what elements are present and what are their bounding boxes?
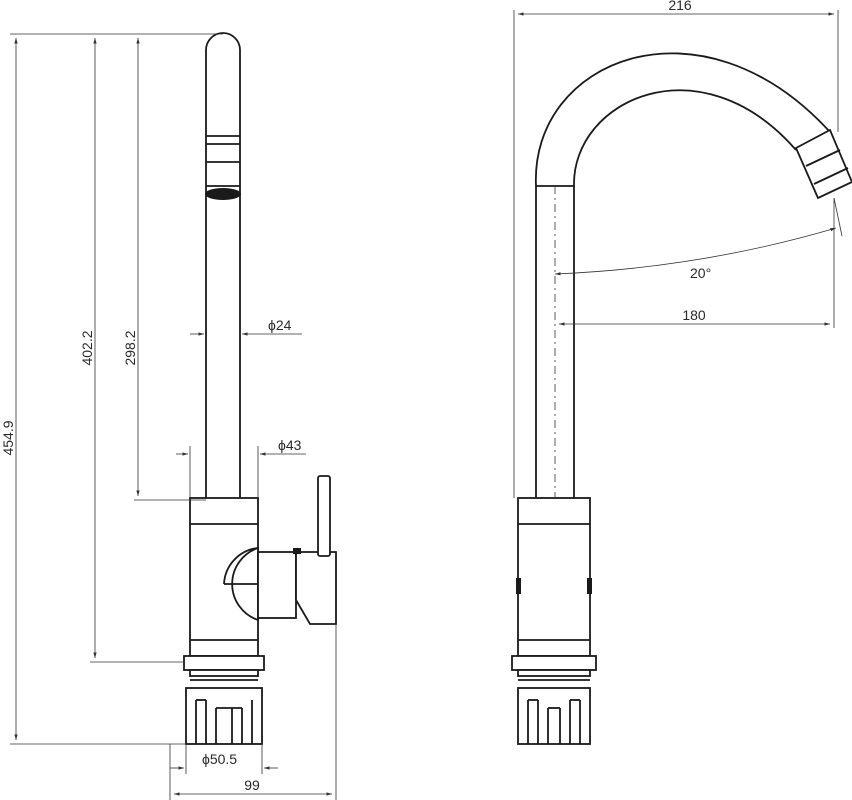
side-base-nut — [183, 655, 265, 671]
side-lever-head — [295, 551, 337, 625]
front-aerator — [794, 128, 852, 200]
depth-label: 99 — [244, 777, 260, 793]
swivel-angle-label: 20° — [690, 265, 711, 281]
side-lever-handle — [317, 475, 331, 557]
front-threaded-shank — [517, 687, 591, 745]
front-spout-arc — [535, 52, 831, 187]
base-diameter-label: ϕ50.5 — [202, 751, 237, 767]
front-dimensions: 216 20° 180 — [513, 0, 843, 498]
side-dimensions: 454.9 402.2 298.2 ϕ24 ϕ43 ϕ50.5 99 — [0, 33, 337, 800]
front-body — [517, 497, 591, 657]
side-spout-tube — [205, 32, 241, 501]
body-diameter-label: ϕ43 — [278, 437, 302, 453]
outlet-height-label: 402.2 — [79, 330, 95, 365]
spout-diameter-label: ϕ24 — [268, 317, 292, 333]
side-lever-cylinder — [257, 551, 297, 619]
side-aerator-ring — [205, 188, 241, 200]
total-height-label: 454.9 — [0, 420, 16, 455]
arc-width-label: 216 — [668, 0, 692, 13]
spout-height-label: 298.2 — [122, 330, 138, 365]
side-view — [183, 32, 337, 745]
front-base-nut — [511, 655, 597, 671]
front-view — [511, 52, 852, 745]
reach-label: 180 — [682, 307, 706, 323]
side-threaded-shank — [185, 687, 263, 745]
